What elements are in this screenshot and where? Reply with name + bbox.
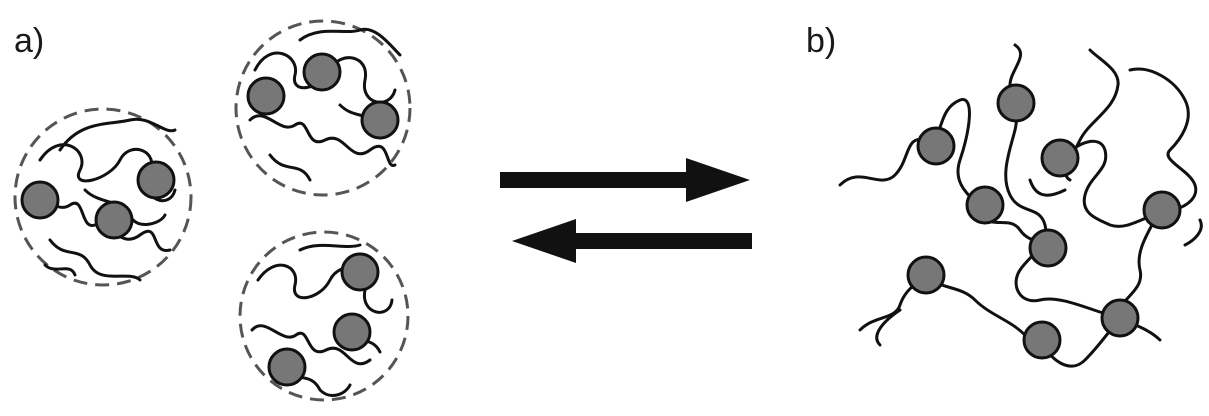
- bead: [22, 182, 58, 218]
- bead: [248, 78, 284, 114]
- bead: [269, 349, 305, 385]
- right-arrow-icon: [500, 158, 750, 202]
- bead: [334, 314, 370, 350]
- collapsed-coil-left: [15, 109, 191, 285]
- left-arrow-icon: [512, 219, 752, 263]
- bead: [1144, 192, 1180, 228]
- bead: [1042, 140, 1078, 176]
- bead: [138, 162, 174, 198]
- collapsed-coil-bottom: [240, 232, 408, 400]
- bead: [304, 54, 340, 90]
- bead: [967, 187, 1003, 223]
- extended-chain-network: [840, 45, 1201, 366]
- bead: [342, 254, 378, 290]
- coil-boundary: [240, 232, 408, 400]
- bead: [908, 257, 944, 293]
- bead: [1024, 322, 1060, 358]
- collapsed-coil-top: [236, 21, 410, 195]
- bead: [998, 85, 1034, 121]
- bead: [1030, 230, 1066, 266]
- bead: [1102, 300, 1138, 336]
- bead: [362, 102, 398, 138]
- polymer-chain: [860, 275, 1041, 343]
- bead: [918, 128, 954, 164]
- bead: [96, 202, 132, 238]
